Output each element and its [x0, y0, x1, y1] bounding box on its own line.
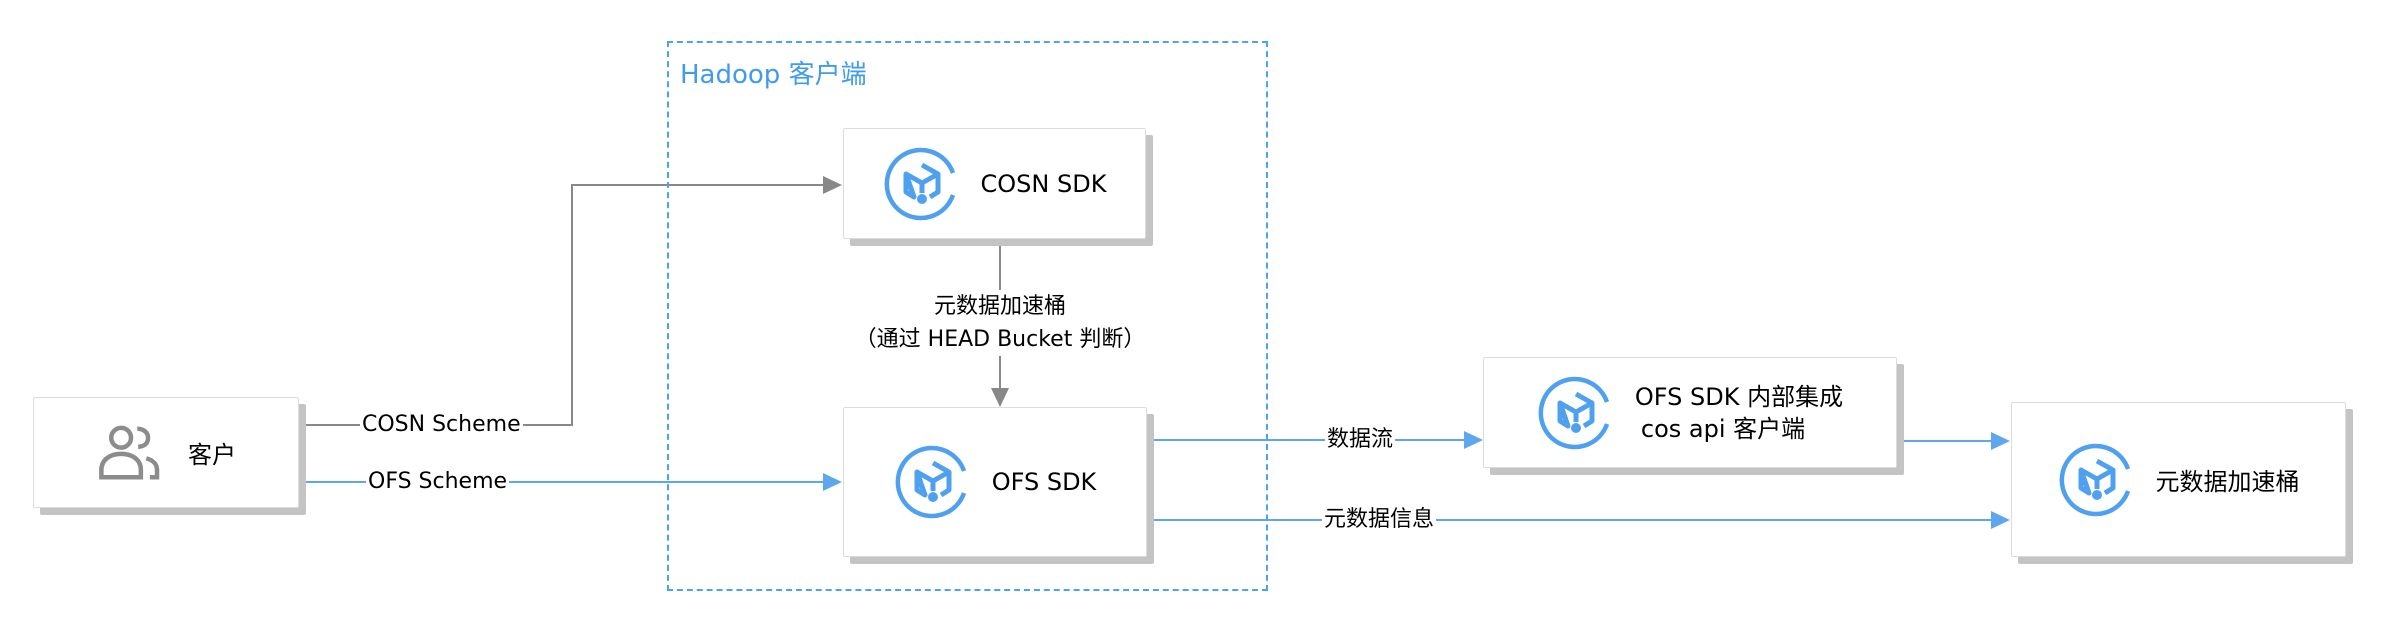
edge-ofs-scheme-label: OFS Scheme — [366, 469, 510, 495]
node-ofs-sdk-label: OFS SDK — [991, 468, 1097, 496]
node-ofs-internal-label-line1: OFS SDK 内部集成 — [1634, 382, 1844, 411]
edge-cosn-scheme-label: COSN Scheme — [360, 412, 523, 438]
arrowhead-icon — [991, 388, 1009, 407]
sdk-cube-icon — [2059, 443, 2130, 516]
users-icon — [99, 425, 160, 479]
node-meta-bucket-label: 元数据加速桶 — [2155, 468, 2300, 496]
edge-metadata-info — [1146, 511, 2010, 529]
arrowhead-icon — [1464, 431, 1483, 449]
sdk-cube-icon — [1538, 376, 1610, 449]
edge-cosn-to-ofs-label-line2: （通过 HEAD Bucket 判断） — [854, 327, 1146, 352]
edge-cosn-to-ofs-label: 元数据加速桶 （通过 HEAD Bucket 判断） — [845, 290, 1155, 356]
edge-data-flow-label: 数据流 — [1325, 427, 1396, 453]
node-metadata-accelerate-bucket[interactable]: 元数据加速桶 — [2011, 402, 2346, 557]
node-ofs-internal-cos-api[interactable]: OFS SDK 内部集成 cos api 客户端 — [1483, 357, 1897, 468]
arrowhead-icon — [1991, 432, 2010, 450]
node-cosn-sdk[interactable]: COSN SDK — [843, 128, 1146, 239]
node-ofs-internal-label-line2: cos api 客户端 — [1640, 414, 1806, 443]
arrowhead-icon — [823, 176, 842, 194]
sdk-cube-icon — [895, 445, 966, 519]
node-ofs-sdk[interactable]: OFS SDK — [843, 407, 1147, 557]
arrowhead-icon — [823, 473, 842, 491]
sdk-cube-icon — [884, 147, 955, 220]
edge-cosn-to-ofs-label-line1: 元数据加速桶 — [933, 294, 1066, 319]
edge-internal-to-bucket — [1897, 432, 2010, 450]
node-customer[interactable]: 客户 — [33, 397, 299, 508]
hadoop-client-group-label: Hadoop 客户端 — [680, 60, 867, 90]
edge-metadata-info-label: 元数据信息 — [1322, 507, 1437, 533]
arrowhead-icon — [1991, 511, 2010, 529]
node-customer-label: 客户 — [188, 441, 236, 469]
node-cosn-sdk-label: COSN SDK — [980, 169, 1107, 198]
edge-data-flow — [1146, 431, 1483, 449]
node-ofs-internal-label: OFS SDK 内部集成 cos api 客户端 — [1635, 381, 1843, 445]
hadoop-client-group — [667, 41, 1268, 591]
